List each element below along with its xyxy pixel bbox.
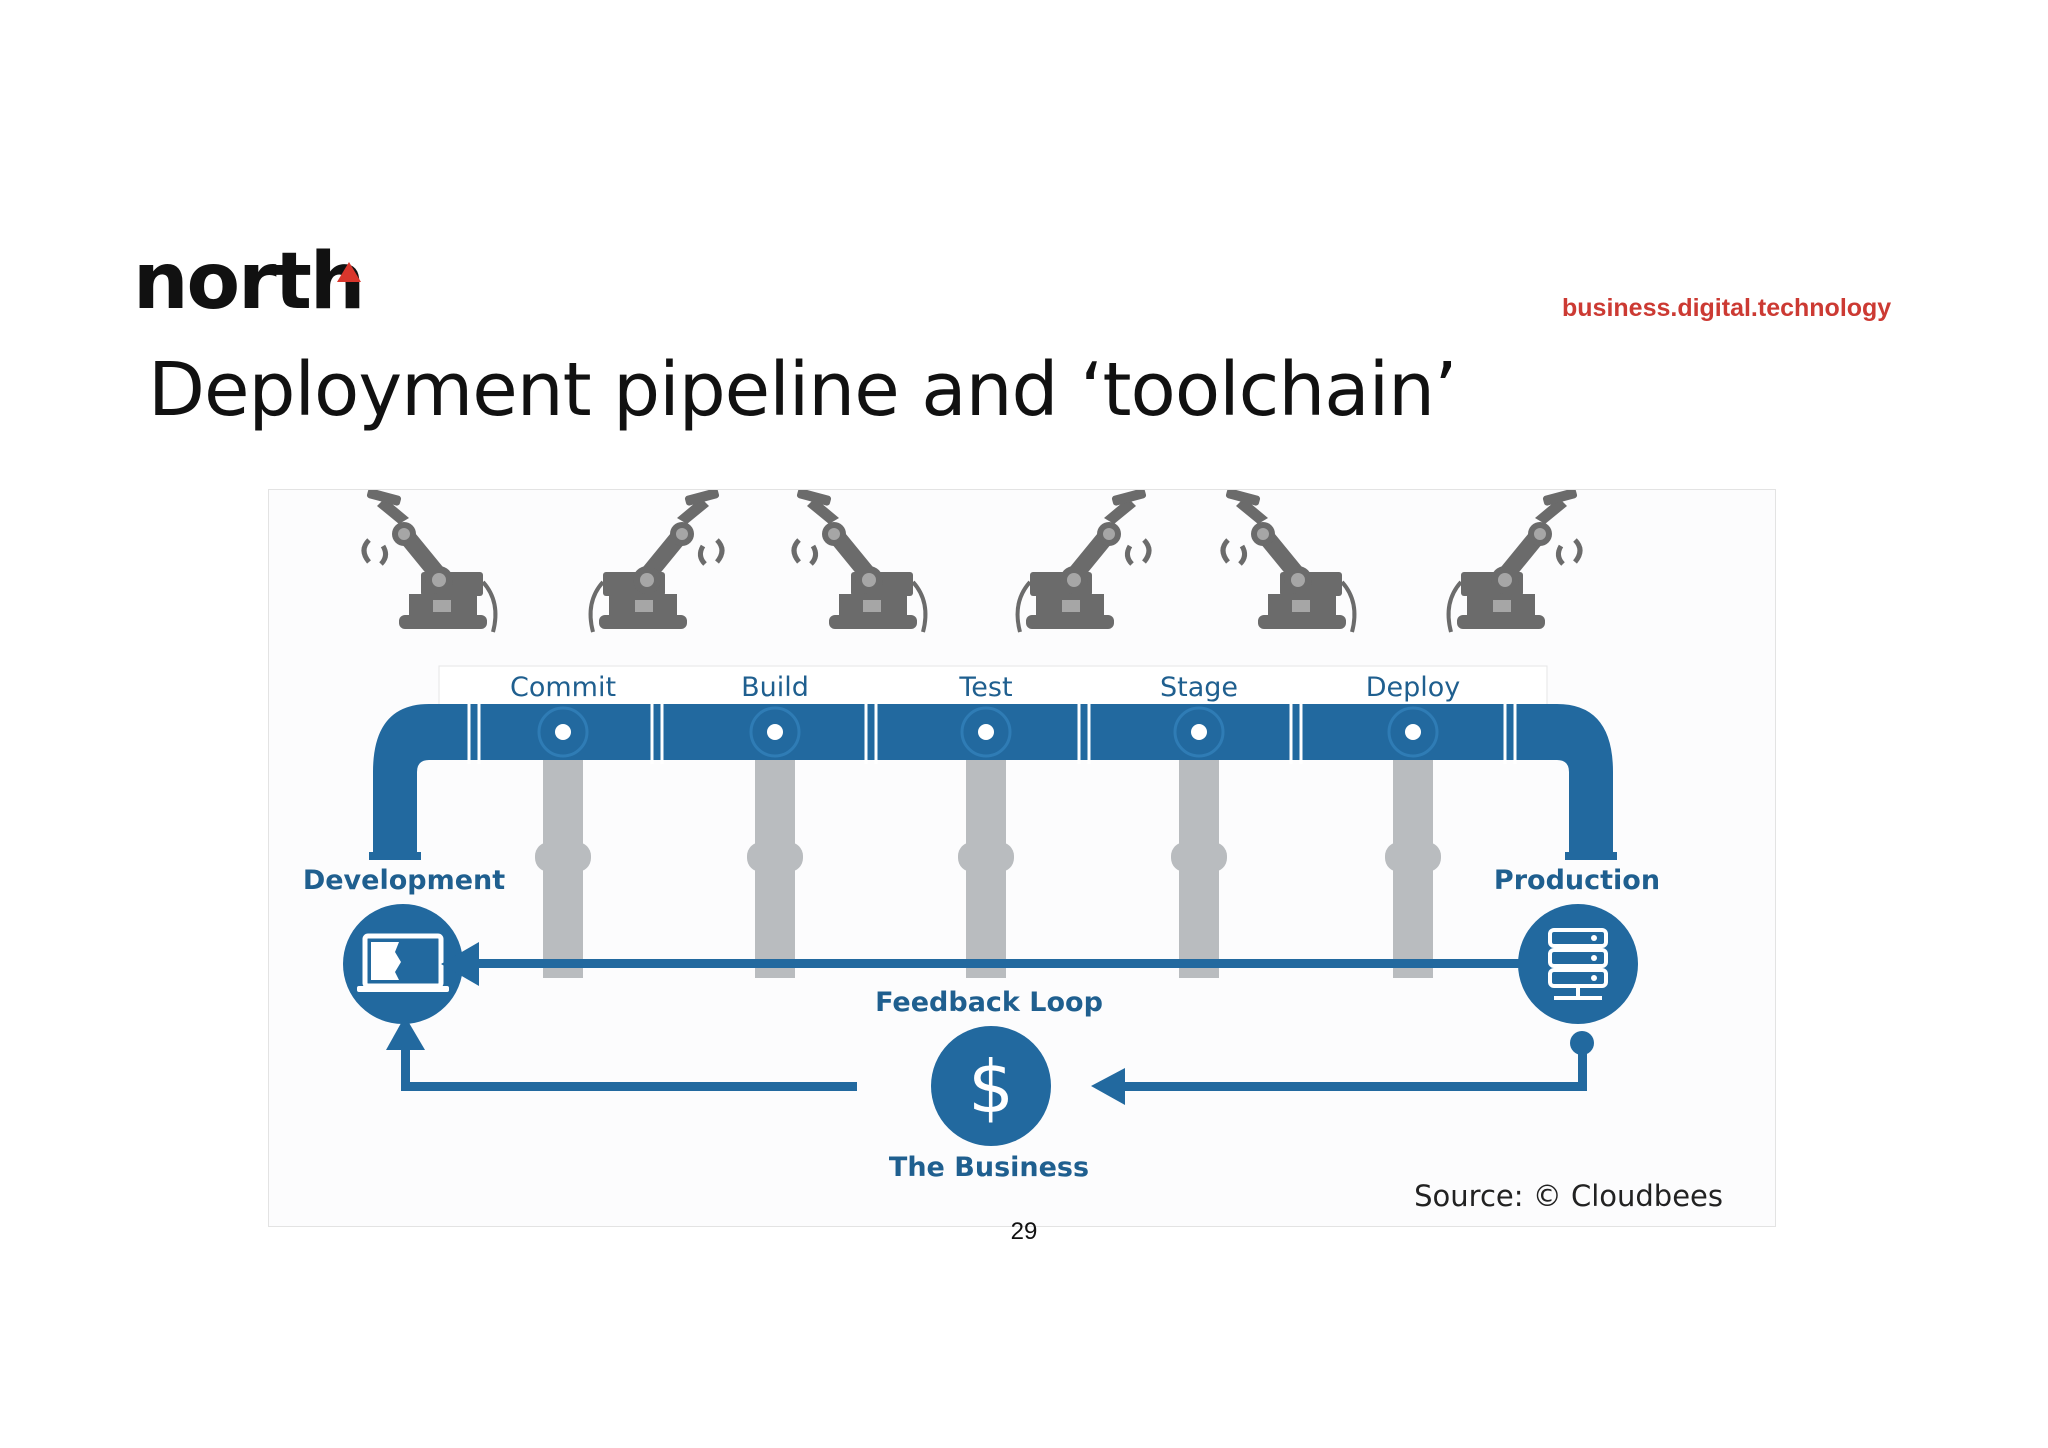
stage-label-test: Test [958, 672, 1012, 703]
pipe-supports [535, 740, 1441, 978]
stage-valve-deploy [1387, 706, 1439, 758]
stage-valve-commit [537, 706, 589, 758]
robot-arm-icon [591, 490, 722, 632]
north-logo: north [133, 237, 365, 327]
robot-arm-icon [364, 490, 495, 632]
production-label: Production [1494, 865, 1660, 896]
feedback-loop-arrow [441, 942, 1519, 986]
stage-label-build: Build [741, 672, 809, 703]
logo-triangle-icon [337, 262, 361, 282]
development-label: Development [303, 865, 505, 896]
robot-arm-icon [1449, 490, 1580, 632]
feedback-loop-label: Feedback Loop [875, 987, 1103, 1018]
stage-valve-build [749, 706, 801, 758]
stage-label-stage: Stage [1160, 672, 1238, 703]
pipeline-diagram: Commit Build Test Stage Deploy Developme… [268, 489, 1776, 1227]
slide-title: Deployment pipeline and ‘toolchain’ [148, 347, 1458, 433]
stage-label-deploy: Deploy [1366, 672, 1461, 703]
server-stack-icon [1518, 904, 1638, 1024]
business-loop-arrows [386, 1016, 1594, 1105]
page-number: 29 [1010, 1218, 1038, 1245]
robot-arm-icon [1223, 490, 1354, 632]
source-credit: Source: © Cloudbees [1414, 1179, 1723, 1213]
stage-valve-stage [1173, 706, 1225, 758]
robot-arm-icon [1018, 490, 1149, 632]
stage-label-commit: Commit [510, 672, 616, 703]
dollar-symbol: $ [968, 1045, 1014, 1129]
stage-valve-test [960, 706, 1012, 758]
robot-arm-icon [794, 490, 925, 632]
laptop-icon [343, 904, 463, 1024]
tagline: business.digital.technology [1562, 294, 1892, 322]
business-label: The Business [889, 1152, 1089, 1183]
dollar-icon: $ [931, 1026, 1051, 1146]
